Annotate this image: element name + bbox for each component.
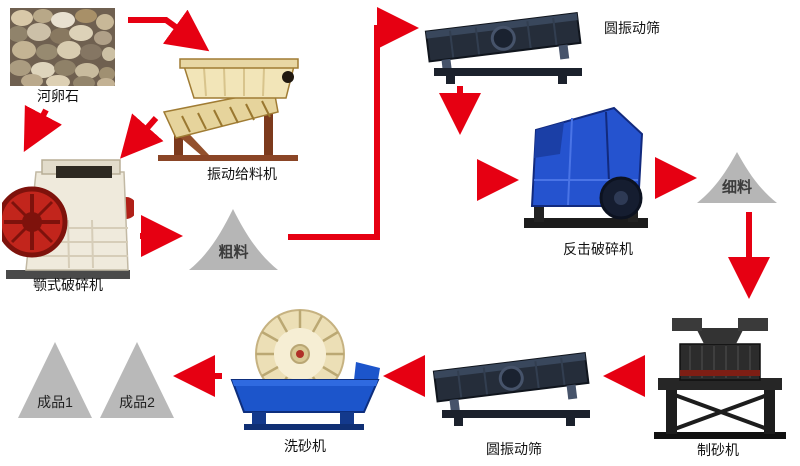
node-sand-washer — [228, 306, 383, 432]
circular-screen-top-illustration — [424, 12, 582, 84]
washer-wheel — [255, 309, 345, 399]
jaw-crusher-label: 颚式破碎机 — [33, 277, 103, 293]
fine-pile-label: 细料 — [721, 179, 752, 196]
node-product-1: 成品1 — [14, 336, 96, 422]
fine-pile-shape — [697, 152, 777, 203]
product-pile-2-shape — [100, 342, 174, 418]
impact-crusher-label: 反击破碎机 — [563, 241, 633, 257]
node-fine-pile: 细料 — [694, 148, 780, 206]
feeder-motor — [282, 71, 294, 83]
coarse-pile-label: 粗料 — [218, 244, 249, 261]
sand-washer-illustration — [230, 309, 380, 430]
coarse-pile-shape — [189, 209, 278, 270]
arrow-coarse-to-screen-top — [288, 7, 419, 240]
node-raw-material — [10, 8, 115, 86]
sand-maker-label: 制砂机 — [697, 442, 739, 458]
vibrating-feeder-illustration — [158, 58, 299, 161]
node-impact-crusher — [518, 92, 654, 238]
node-screen-top — [420, 4, 592, 84]
arrow-pebbles-to-feeder — [128, 9, 210, 52]
product-1-label: 成品1 — [37, 394, 73, 410]
circular-screen-bottom-illustration — [432, 352, 590, 426]
node-jaw-crusher — [2, 150, 134, 282]
product-pile-1-shape — [18, 342, 92, 418]
screen-bottom-label: 圆振动筛 — [486, 441, 542, 457]
arrow-pebbles-to-jaw — [23, 105, 62, 152]
product-2-label: 成品2 — [119, 394, 155, 410]
node-screen-bottom — [428, 340, 600, 428]
jaw-crusher-flywheel — [2, 186, 68, 258]
sand-washer-label: 洗砂机 — [284, 438, 326, 454]
screen-top-label: 圆振动筛 — [604, 20, 660, 36]
jaw-crusher-illustration — [2, 159, 134, 279]
raw-material-label: 河卵石 — [37, 88, 79, 104]
arrow-feeder-to-jaw — [120, 113, 164, 159]
node-coarse-pile: 粗料 — [186, 205, 281, 273]
river-pebbles-photo — [10, 8, 115, 86]
node-product-2: 成品2 — [96, 336, 178, 422]
node-sand-maker — [646, 314, 794, 440]
feeder-label: 振动给料机 — [207, 166, 277, 182]
impact-crusher-illustration — [524, 106, 648, 228]
node-feeder — [146, 50, 306, 165]
sand-maker-illustration — [654, 318, 786, 439]
